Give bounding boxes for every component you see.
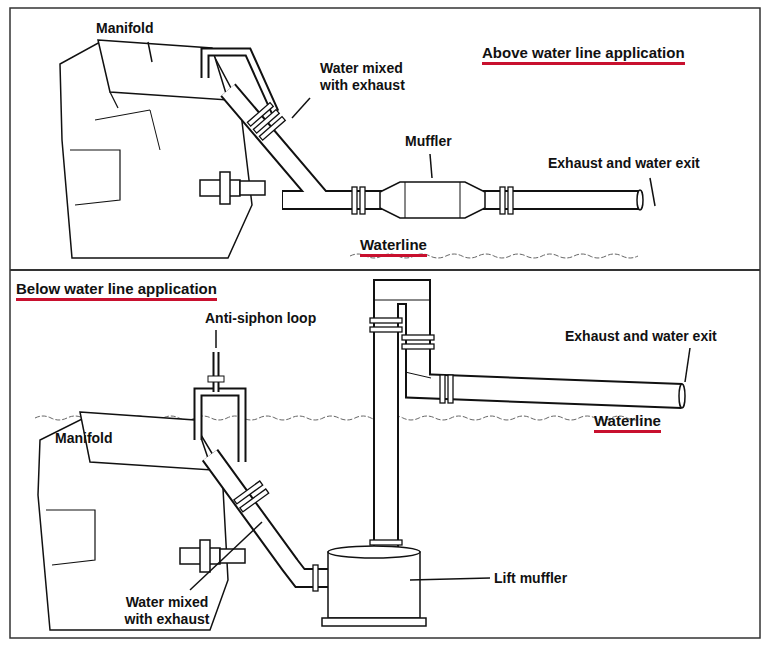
flow-label: Water mixed with exhaust [320, 60, 420, 94]
flow-label: Water mixed with exhaust [112, 594, 222, 628]
part-label: Anti-siphon loop [205, 310, 316, 327]
part-label: Muffler [405, 133, 452, 150]
part-label: Lift muffler [494, 570, 567, 587]
panel-title: Below water line application [16, 280, 217, 301]
part-label: Manifold [96, 20, 154, 37]
flow-label: Exhaust and water exit [548, 155, 700, 172]
panel-title: Above water line application [482, 44, 685, 65]
waterline-label: Waterline [360, 236, 427, 257]
part-label: Manifold [55, 430, 113, 447]
flow-label: Exhaust and water exit [565, 328, 717, 345]
waterline-label: Waterline [594, 412, 661, 433]
